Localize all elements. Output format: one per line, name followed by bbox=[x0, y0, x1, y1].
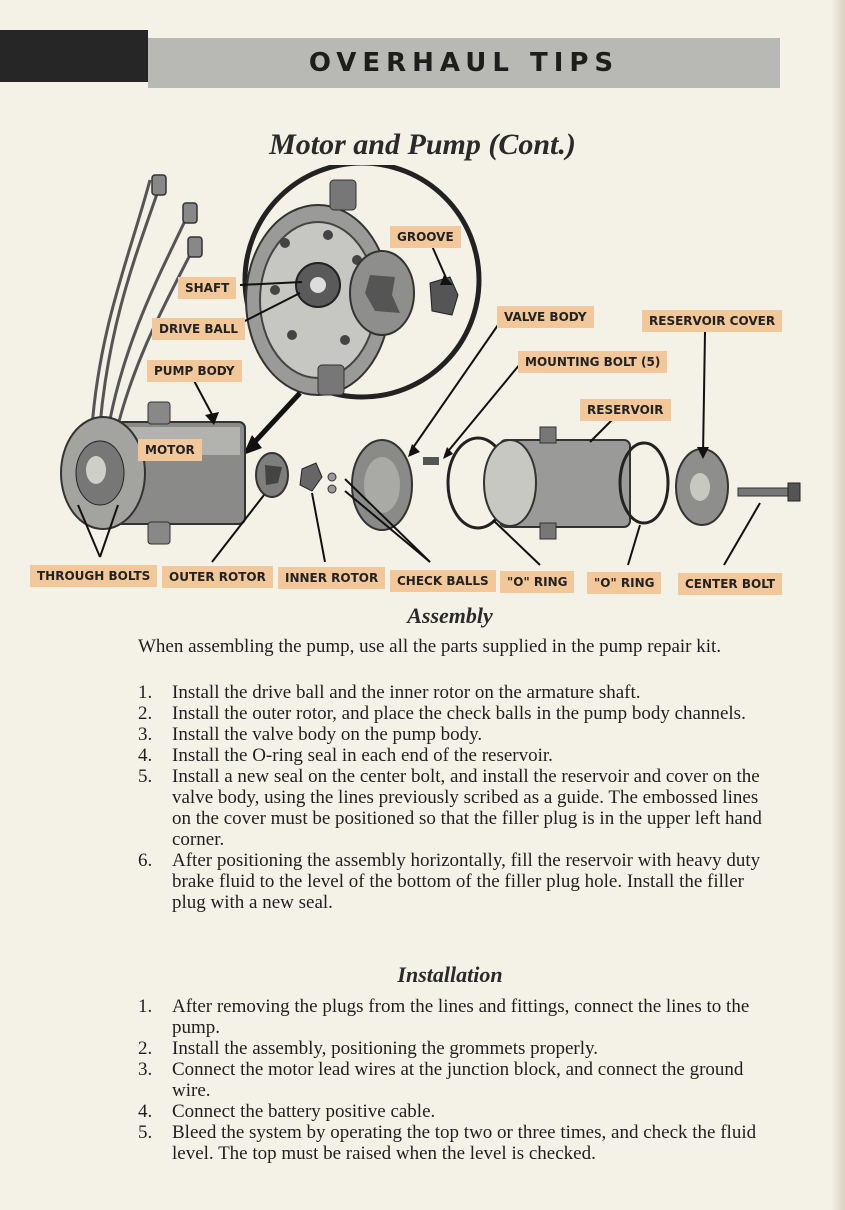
page-header-title: OVERHAUL TIPS bbox=[308, 48, 620, 78]
assembly-step: 2.Install the outer rotor, and place the… bbox=[138, 703, 746, 724]
installation-step: 1.After removing the plugs from the line… bbox=[138, 996, 750, 1038]
reservoir bbox=[483, 426, 631, 540]
label-drive-ball: DRIVE BALL bbox=[152, 318, 246, 340]
wire-2 bbox=[106, 209, 192, 431]
assembly-steps: 1.Install the drive ball and the inner r… bbox=[138, 682, 778, 913]
header-black-block bbox=[0, 30, 148, 82]
center-bolt bbox=[737, 487, 791, 497]
label-groove: GROOVE bbox=[390, 226, 461, 248]
o-ring-right bbox=[618, 441, 670, 525]
inner-rotor bbox=[299, 462, 323, 492]
label-reservoir-cover: RESERVOIR COVER bbox=[642, 310, 783, 332]
inset-pump-face bbox=[245, 179, 459, 396]
label-center-bolt: CENTER BOLT bbox=[678, 573, 783, 595]
label-valve-body: VALVE BODY bbox=[497, 306, 594, 328]
assembly-step: 4.Install the O-ring seal in each end of… bbox=[138, 745, 553, 766]
label-pump-body: PUMP BODY bbox=[147, 360, 242, 382]
installation-steps: 1.After removing the plugs from the line… bbox=[138, 996, 778, 1164]
assembly-intro: When assembling the pump, use all the pa… bbox=[138, 636, 722, 657]
header-band: OVERHAUL TIPS bbox=[148, 38, 780, 88]
assembly-step: 3.Install the valve body on the pump bod… bbox=[138, 724, 483, 745]
label-check-balls: CHECK BALLS bbox=[390, 570, 496, 592]
label-o-ring-1: "O" RING bbox=[500, 571, 575, 593]
installation-heading: Installation bbox=[397, 962, 503, 987]
installation-step: 4.Connect the battery positive cable. bbox=[138, 1101, 436, 1122]
assembly-step: 6.After positioning the assembly horizon… bbox=[138, 850, 761, 913]
label-through-bolts: THROUGH BOLTS bbox=[30, 565, 158, 587]
wire-1 bbox=[98, 184, 162, 426]
label-inner-rotor: INNER ROTOR bbox=[278, 567, 386, 589]
installation-step: 3.Connect the motor lead wires at the ju… bbox=[138, 1059, 744, 1101]
label-mounting-bolt: MOUNTING BOLT (5) bbox=[518, 351, 668, 373]
label-o-ring-2: "O" RING bbox=[587, 572, 662, 594]
label-shaft: SHAFT bbox=[178, 277, 237, 299]
installation-step: 2.Install the assembly, positioning the … bbox=[138, 1038, 599, 1059]
assembly-heading: Assembly bbox=[407, 603, 493, 628]
label-motor: MOTOR bbox=[138, 439, 202, 461]
pump-illustration bbox=[60, 165, 801, 566]
installation-step: 5.Bleed the system by operating the top … bbox=[138, 1122, 757, 1164]
wire-4 bbox=[90, 179, 152, 428]
mounting-bolt bbox=[423, 457, 439, 465]
assembly-step: 1.Install the drive ball and the inner r… bbox=[138, 682, 641, 703]
label-reservoir: RESERVOIR bbox=[580, 399, 671, 421]
motor bbox=[60, 401, 246, 545]
check-ball-1 bbox=[327, 472, 337, 482]
label-outer-rotor: OUTER ROTOR bbox=[162, 566, 273, 588]
assembly-step: 5.Install a new seal on the center bolt,… bbox=[138, 766, 762, 850]
page-subtitle: Motor and Pump (Cont.) bbox=[269, 128, 576, 161]
check-ball-2 bbox=[327, 484, 337, 494]
page-edge-shadow bbox=[831, 0, 845, 1210]
exploded-diagram: GROOVE SHAFT DRIVE BALL PUMP BODY VALVE … bbox=[0, 165, 845, 605]
